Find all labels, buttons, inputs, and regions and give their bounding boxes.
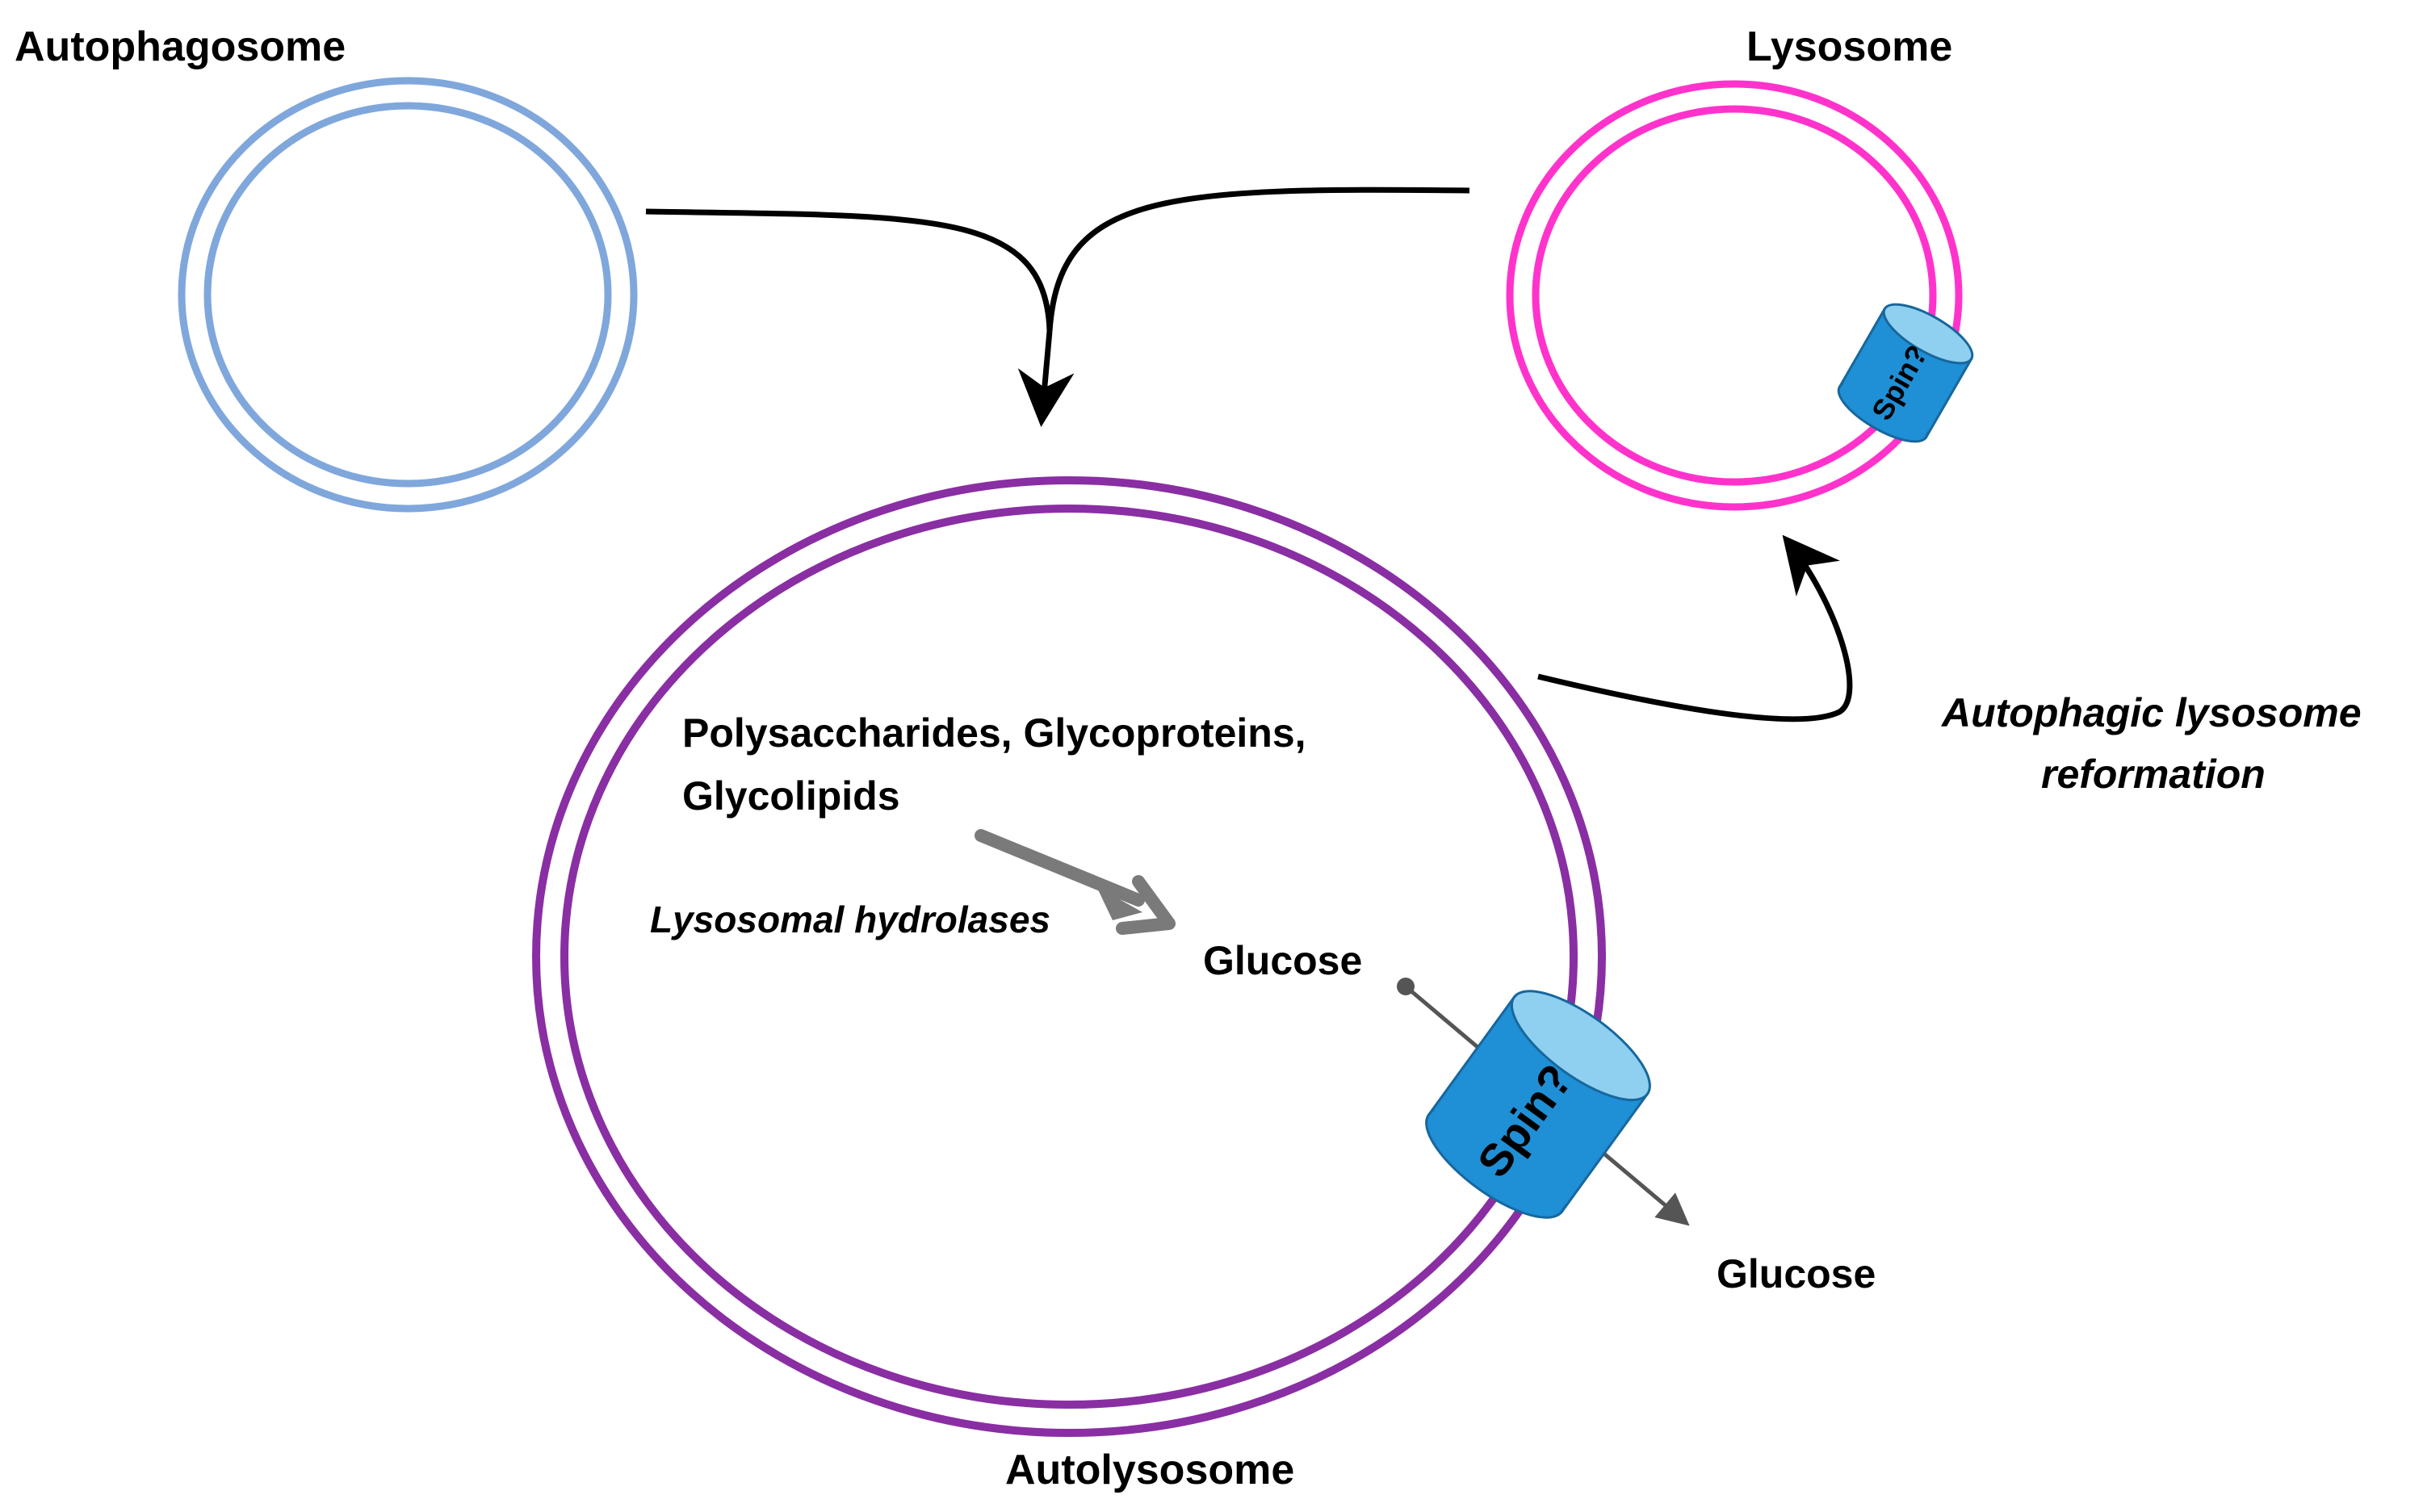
lysosome-inner-membrane xyxy=(1532,105,1937,486)
autolysosome-outer-membrane xyxy=(532,476,1606,1437)
hydrolases-label: Lysosomal hydrolases xyxy=(650,898,1050,940)
lysosome-outer-membrane xyxy=(1506,80,1963,511)
autolysosome-transporter-top xyxy=(1510,990,1651,1102)
substrates-label-line1: Polysaccharides, Glycoproteins, xyxy=(682,710,1306,756)
hydrolysis-arrow xyxy=(975,829,1176,935)
lysosome-label: Lysosome xyxy=(1746,23,1952,70)
glucose-inside-label: Glucose xyxy=(1203,938,1362,983)
reformation-arrow xyxy=(1537,534,1853,722)
autolysosome-vesicle xyxy=(532,476,1606,1437)
reformation-label-line1: Autophagic lysosome xyxy=(1940,690,2362,735)
autophagosome-vesicle xyxy=(178,77,638,513)
autolysosome-transporter: Spin? xyxy=(1425,990,1651,1219)
autophagosome-inner-membrane xyxy=(203,102,612,488)
lysosome-vesicle xyxy=(1506,80,1963,511)
fusion-curve-right xyxy=(1046,186,1470,332)
autolysosome-inner-membrane xyxy=(560,505,1578,1409)
fusion-arrow xyxy=(645,186,1470,427)
lysosome-transporter-top xyxy=(1882,303,1974,365)
autolysosome-label: Autolysosome xyxy=(1005,1447,1294,1493)
fusion-arrow-stem xyxy=(1017,330,1075,427)
lysosome-transporter: Spin? xyxy=(1837,303,1974,443)
substrates-label-line2: Glycolipids xyxy=(682,773,900,819)
autophagosome-label: Autophagosome xyxy=(15,23,346,70)
glucose-outside-label: Glucose xyxy=(1717,1251,1876,1296)
reformation-label-line2: reformation xyxy=(2041,752,2266,797)
fusion-curve-left xyxy=(645,208,1053,332)
autophagosome-outer-membrane xyxy=(178,77,638,513)
